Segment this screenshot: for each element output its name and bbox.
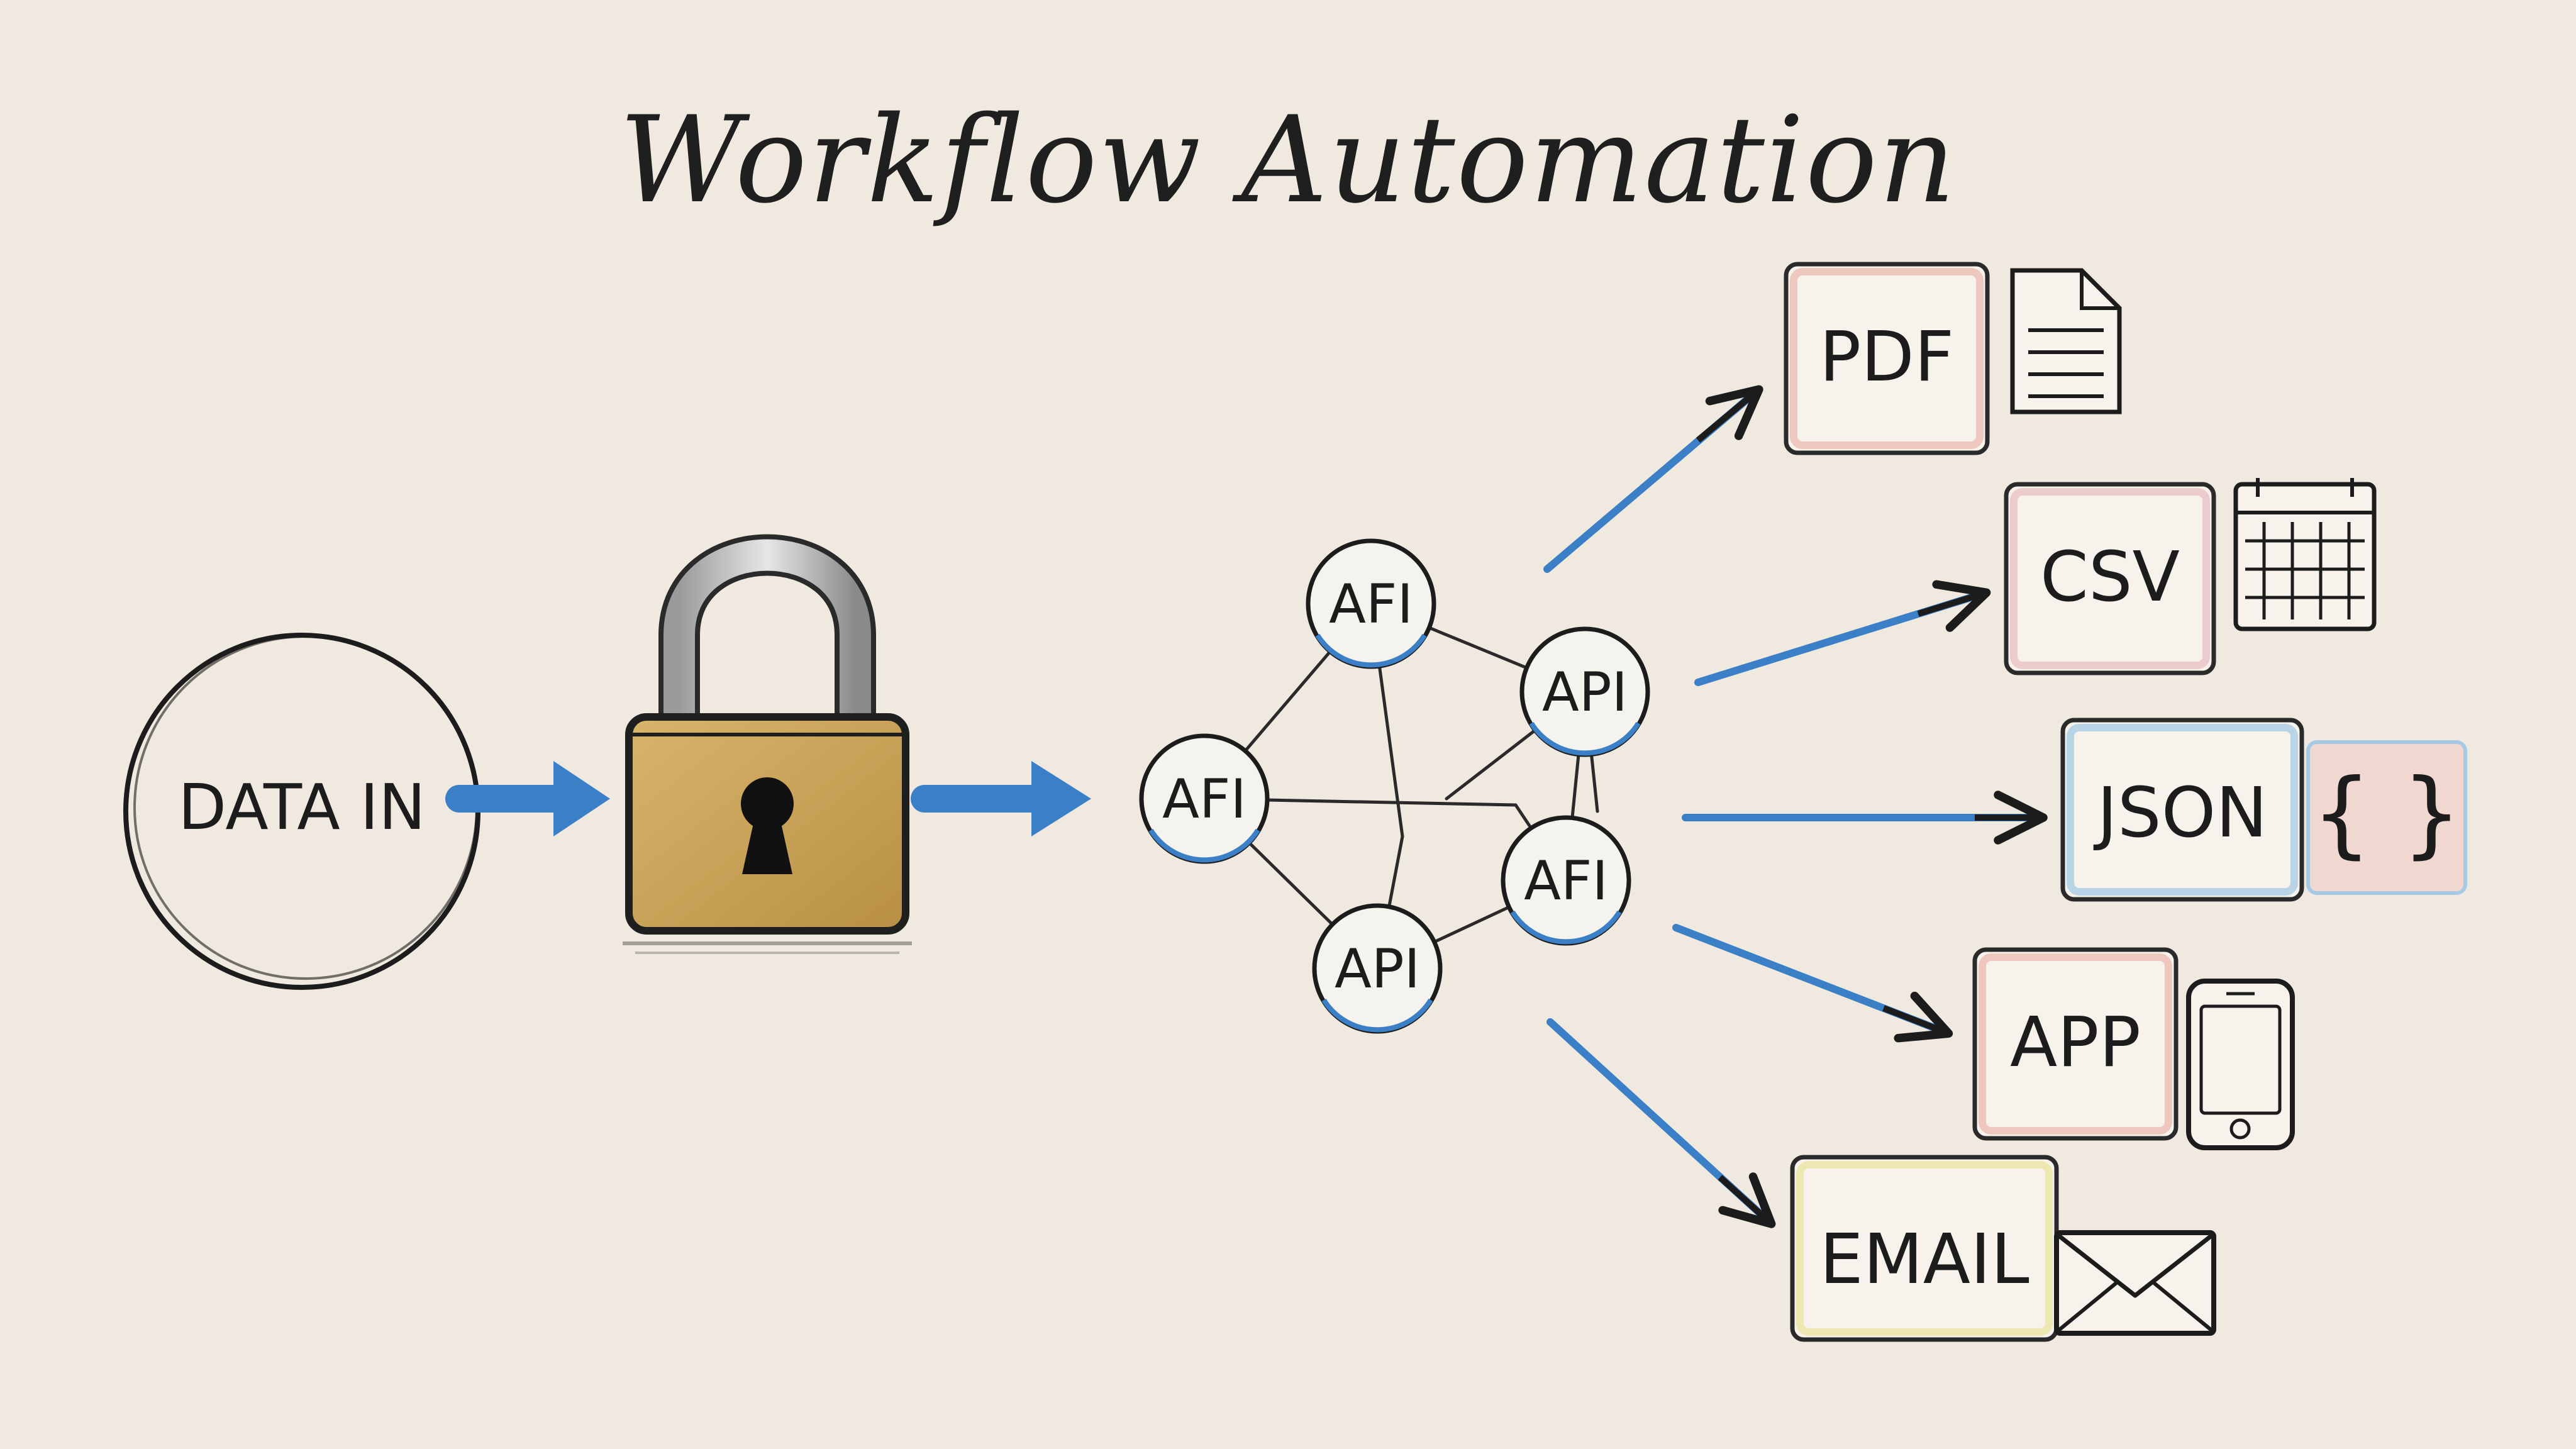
smartphone-icon (2186, 979, 2295, 1150)
curly-braces-icon: { } (2306, 740, 2467, 895)
network-node-right-top-label: API (1542, 661, 1628, 724)
output-arrows (1543, 385, 2048, 1228)
data-in-node: DATA IN (123, 633, 480, 990)
output-csv: CSV (2004, 478, 2377, 675)
network-node-bottom-label: API (1335, 938, 1420, 1001)
network-node-top: AFI (1306, 538, 1436, 669)
data-in-label: DATA IN (178, 770, 426, 844)
network-node-left: AFI (1139, 733, 1270, 864)
output-pdf-label: PDF (1819, 316, 1954, 397)
curly-braces-text: { } (2312, 759, 2462, 869)
page-title: Workflow Automation (619, 91, 1957, 230)
network-node-right-mid-label: AFI (1524, 850, 1608, 913)
lock-icon (623, 534, 912, 954)
output-email: EMAIL (1790, 1155, 2216, 1342)
network-node-right-top: API (1519, 626, 1650, 757)
lock-to-network-arrow (911, 761, 1091, 836)
calendar-grid-icon (2233, 478, 2377, 631)
output-json: JSON { } (2060, 718, 2467, 902)
input-arrow (445, 761, 610, 836)
network-node-left-label: AFI (1162, 768, 1246, 831)
network-node-bottom: API (1312, 903, 1443, 1034)
output-csv-label: CSV (2040, 536, 2180, 617)
document-icon (2010, 268, 2122, 414)
network-node-top-label: AFI (1329, 573, 1413, 636)
output-app: APP (1972, 947, 2295, 1150)
network-node-right-mid: AFI (1501, 815, 1631, 946)
output-app-label: APP (2010, 1002, 2141, 1082)
output-pdf: PDF (1784, 262, 2122, 455)
envelope-icon (2054, 1230, 2216, 1336)
output-email-label: EMAIL (1819, 1219, 2029, 1299)
output-json-label: JSON (2093, 772, 2267, 853)
